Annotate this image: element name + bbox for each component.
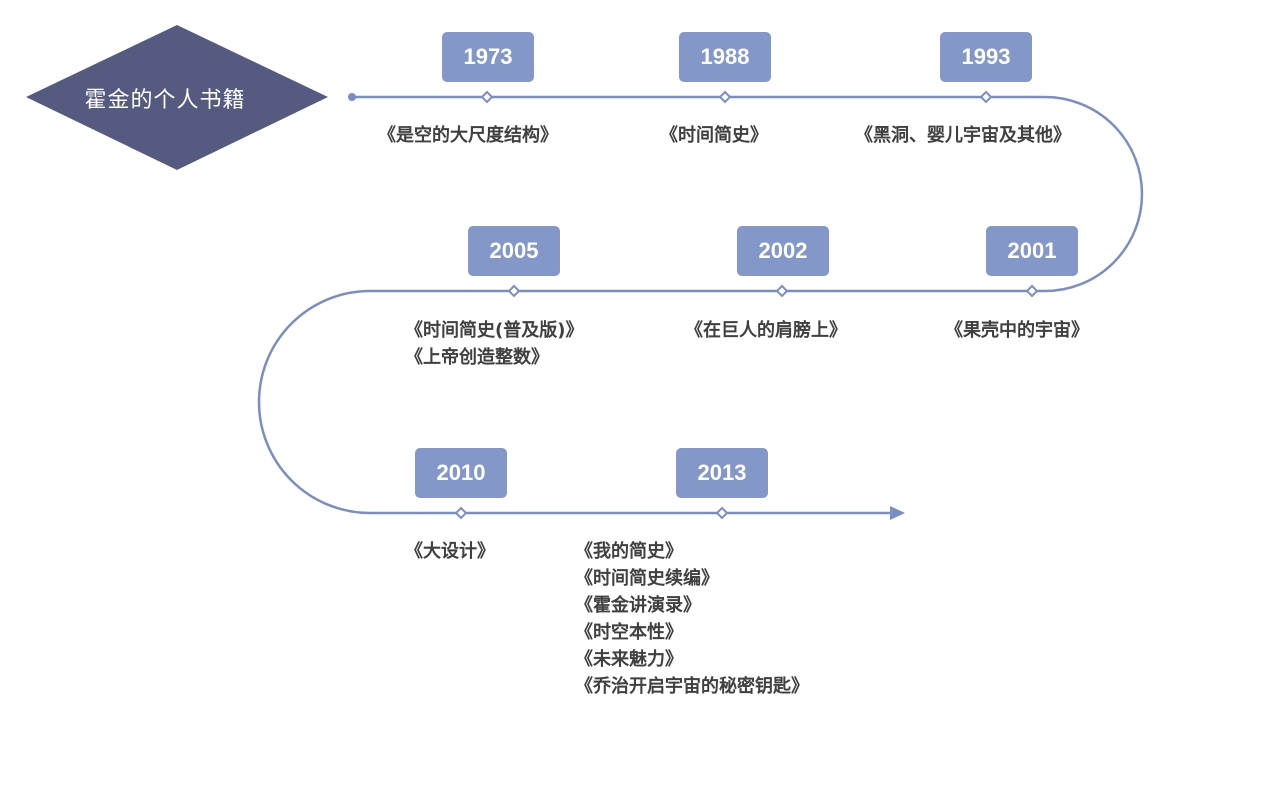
book-title: 《时间简史续编》 [575, 568, 719, 589]
book-title: 《黑洞、婴儿宇宙及其他》 [855, 125, 1071, 146]
year-badge-2010: 2010 [415, 448, 507, 498]
year-badge-2013: 2013 [676, 448, 768, 498]
book-list-2002: 《在巨人的肩膀上》 [685, 317, 847, 344]
timeline-arrow-icon [890, 506, 905, 520]
book-title: 《乔治开启宇宙的秘密钥匙》 [575, 676, 809, 697]
timeline-marker-2013 [715, 506, 729, 520]
timeline-start-dot [348, 93, 356, 101]
book-title: 《时空本性》 [575, 622, 683, 643]
book-title: 《未来魅力》 [575, 649, 683, 670]
book-title: 《时间简史》 [660, 125, 768, 146]
book-title: 《果壳中的宇宙》 [945, 320, 1089, 341]
timeline-marker-2002 [775, 284, 789, 298]
book-title: 《霍金讲演录》 [575, 595, 701, 616]
timeline-marker-2005 [507, 284, 521, 298]
book-title: 《时间简史(普及版)》 [405, 320, 584, 341]
year-badge-1993: 1993 [940, 32, 1032, 82]
book-list-2005: 《时间简史(普及版)》 《上帝创造整数》 [405, 317, 583, 371]
book-title: 《在巨人的肩膀上》 [685, 320, 847, 341]
timeline-marker-2001 [1025, 284, 1039, 298]
book-list-2001: 《果壳中的宇宙》 [945, 317, 1089, 344]
title-diamond [26, 25, 328, 170]
year-badge-1988: 1988 [679, 32, 771, 82]
book-title: 《大设计》 [405, 541, 495, 562]
page-title: 霍金的个人书籍 [84, 87, 246, 113]
book-list-1973: 《是空的大尺度结构》 [378, 122, 558, 149]
timeline-marker-1993 [979, 90, 993, 104]
year-badge-2005: 2005 [468, 226, 560, 276]
book-list-2010: 《大设计》 [405, 538, 495, 565]
timeline-marker-1988 [718, 90, 732, 104]
book-list-1993: 《黑洞、婴儿宇宙及其他》 [855, 122, 1071, 149]
year-badge-2001: 2001 [986, 226, 1078, 276]
timeline-marker-1973 [480, 90, 494, 104]
year-badge-2002: 2002 [737, 226, 829, 276]
book-list-2013: 《我的简史》 《时间简史续编》 《霍金讲演录》 《时空本性》 《未来魅力》 《乔… [575, 538, 809, 700]
book-title: 《我的简史》 [575, 541, 683, 562]
book-title: 《上帝创造整数》 [405, 347, 549, 368]
year-badge-1973: 1973 [442, 32, 534, 82]
book-list-1988: 《时间简史》 [660, 122, 768, 149]
timeline-marker-2010 [454, 506, 468, 520]
book-title: 《是空的大尺度结构》 [378, 125, 558, 146]
